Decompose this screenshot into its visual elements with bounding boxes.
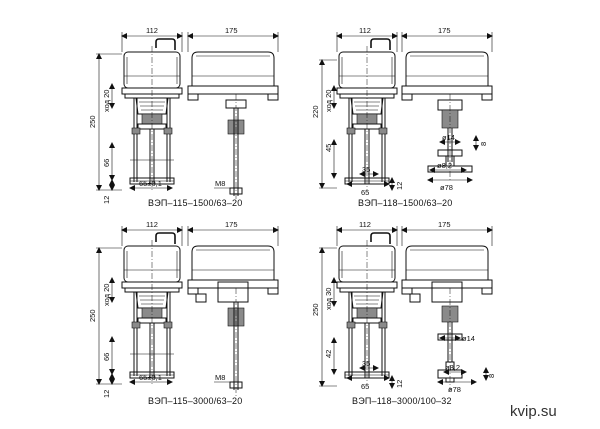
drawing-vep-118-1500-side-view <box>402 32 492 182</box>
dim-thread-3: M8 <box>215 373 225 382</box>
dims-drawing-1 <box>96 53 236 191</box>
dim-12-2: 12 <box>395 182 404 190</box>
site-brand: kvip.su <box>510 403 557 420</box>
dim-height-2: 220 <box>311 105 320 118</box>
dim-side-width-2: 175 <box>438 26 451 35</box>
dim-stroke-3: ход 20 <box>102 284 111 306</box>
dim-35-4: 35 <box>362 359 370 368</box>
dim-height-3: 250 <box>88 309 97 322</box>
caption-drawing-2: ВЭП–118–1500/63–20 <box>358 198 452 208</box>
dims-drawing-4 <box>319 247 489 389</box>
dim-8-2: 8 <box>479 142 488 146</box>
dim-12-1: 12 <box>102 196 111 204</box>
dim-front-width-1: 112 <box>146 26 158 35</box>
dim-35-2: 35 <box>362 165 370 174</box>
dim-phi82-4: ø8,2 <box>445 363 460 372</box>
dims-drawing-2 <box>319 59 479 191</box>
dim-12-4: 12 <box>395 380 404 388</box>
dim-66-1: 66 <box>102 159 111 167</box>
dim-phi78-4: ø78 <box>448 385 461 394</box>
dim-phi14-2: ø14 <box>442 133 455 142</box>
dim-front-width-3: 112 <box>146 220 158 229</box>
dim-height-4: 250 <box>311 303 320 316</box>
drawing-vep-118-1500-front-view <box>337 32 397 190</box>
drawing-vep-115-3000-side-view <box>188 226 278 396</box>
caption-drawing-1: ВЭП–115–1500/63–20 <box>148 198 242 208</box>
dim-thread-1: M8 <box>215 179 225 188</box>
dim-66-3: 66 <box>102 353 111 361</box>
dim-12-3: 12 <box>102 390 111 398</box>
dim-phi78-2: ø78 <box>440 183 453 192</box>
dim-front-width-4: 112 <box>359 220 371 229</box>
drawing-vep-115-3000-front-view <box>122 226 182 384</box>
dim-front-width-2: 112 <box>359 26 371 35</box>
dim-8-4: 8 <box>487 374 496 378</box>
dim-stroke-1: ход 20 <box>102 90 111 112</box>
dim-45-2: 45 <box>324 144 333 152</box>
dim-stroke-2: ход 20 <box>324 90 333 112</box>
drawing-vep-118-3000-front-view <box>337 226 397 384</box>
dim-side-width-3: 175 <box>225 220 238 229</box>
dims-drawing-3 <box>96 247 236 385</box>
dim-phi82-2: ø8,2 <box>437 161 452 170</box>
dim-side-width-4: 175 <box>438 220 451 229</box>
drawing-vep-115-1500-front-view <box>122 32 182 190</box>
caption-drawing-3: ВЭП–115–3000/63–20 <box>148 396 242 406</box>
dim-phi14-4: ø14 <box>462 334 475 343</box>
dim-height-1: 250 <box>88 115 97 128</box>
dim-stroke-4: ход 30 <box>324 288 333 310</box>
dim-side-width-1: 175 <box>225 26 238 35</box>
dim-spacing-1: 65±0,1 <box>139 179 162 188</box>
dim-42-4: 42 <box>324 350 333 358</box>
caption-drawing-4: ВЭП–118–3000/100–32 <box>352 396 452 406</box>
dim-spacing-3: 65±0,1 <box>139 373 162 382</box>
drawing-vep-115-1500-side-view <box>188 32 278 202</box>
dim-65-2: 65 <box>361 188 369 197</box>
dim-65-4: 65 <box>361 382 369 391</box>
